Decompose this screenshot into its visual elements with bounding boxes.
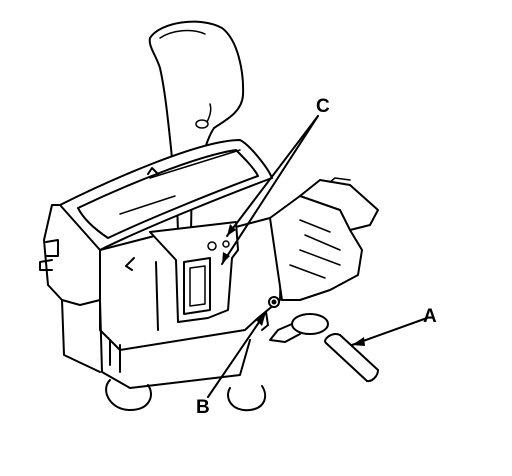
leader-lines (207, 115, 428, 398)
indicator-panel (59, 139, 273, 251)
side-bracket (269, 177, 379, 301)
shift-cable (324, 333, 379, 383)
callout-b: B (196, 397, 210, 418)
cable-clamp (261, 296, 329, 343)
gate-bracket (125, 221, 239, 331)
callout-c: C (316, 96, 330, 117)
callout-a: A (423, 306, 437, 327)
housing-base (105, 379, 267, 412)
